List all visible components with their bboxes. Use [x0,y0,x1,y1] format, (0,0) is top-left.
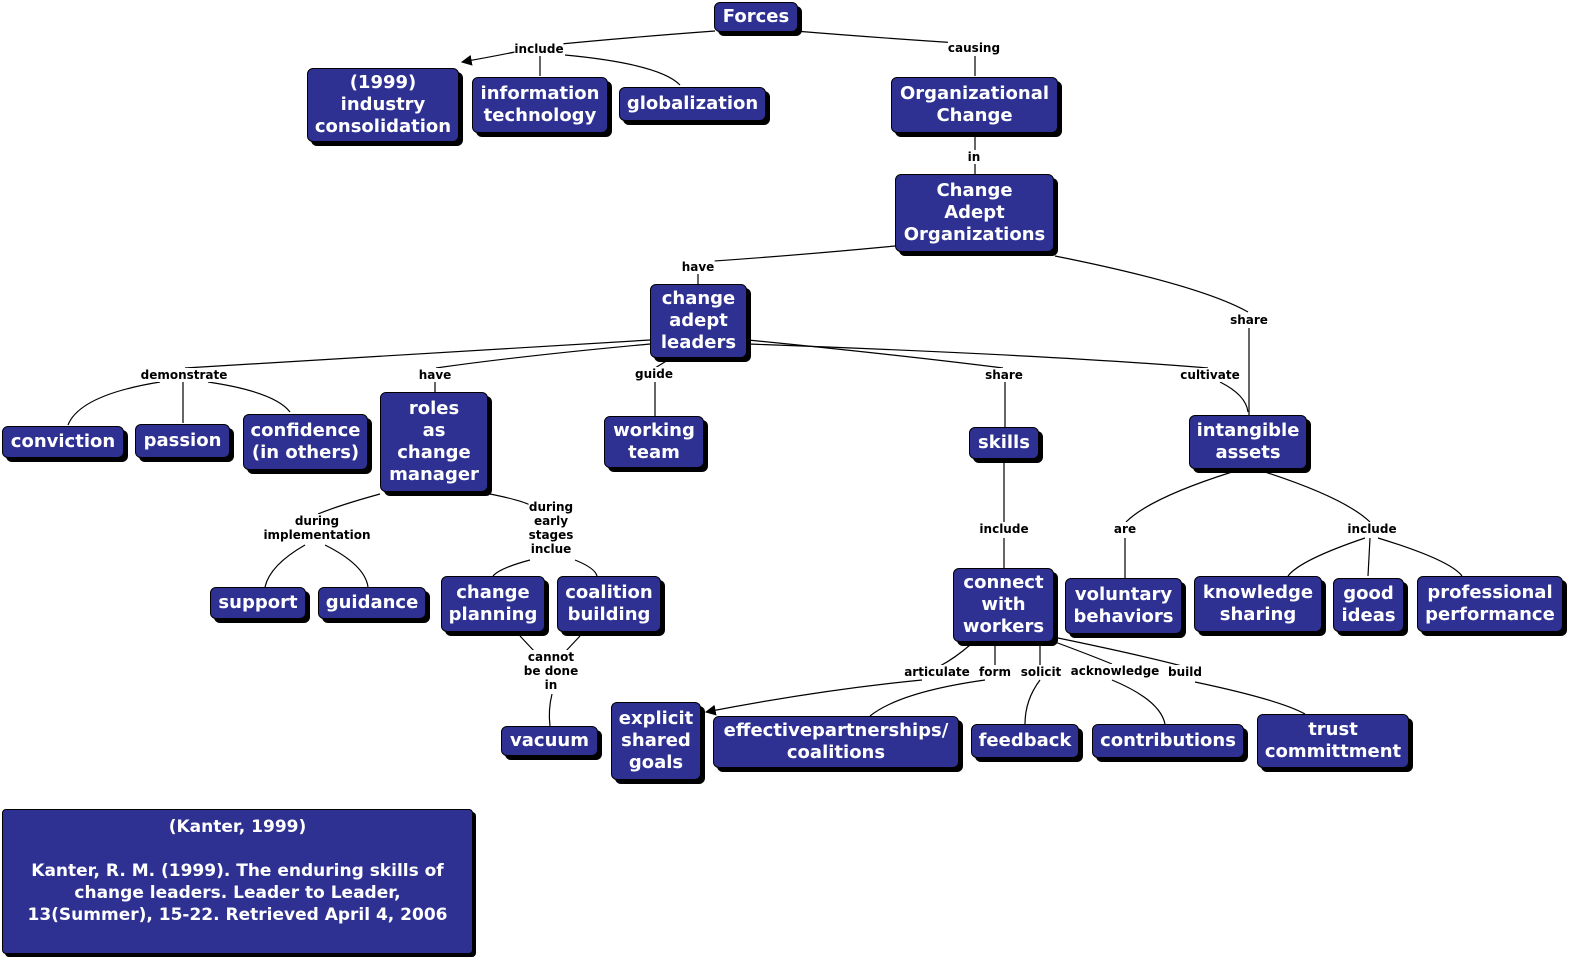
link-articulate-goals [704,679,923,716]
link-leaders-have [435,343,651,369]
label-solicit: solicit [1020,665,1062,679]
link-roles-during-impl [317,493,381,515]
link-cultivate-intangible [1219,381,1249,413]
node-feedback[interactable]: feedback [971,724,1079,758]
label-demonstrate: demonstrate [140,368,228,382]
label-include: include [1347,522,1397,536]
node-vacuum[interactable]: vacuum [501,726,598,756]
label-cultivate: cultivate [1180,368,1240,382]
link-include-globalization [564,54,681,86]
link-cannot-vacuum [548,693,553,727]
link-build-trust [1194,681,1306,715]
link-demonstrate-conviction [67,381,161,426]
link-connect-build [1057,637,1183,667]
link-forces-include [539,30,716,47]
reference-title: (Kanter, 1999) [168,817,307,837]
label-have: have [418,368,452,382]
node-roles-change-manager[interactable]: roles as change manager [380,392,488,492]
node-passion[interactable]: passion [135,424,230,458]
link-early-coalition [574,559,598,577]
link-form-partnerships [869,679,986,717]
reference-box[interactable]: (Kanter, 1999) Kanter, R. M. (1999). The… [2,809,473,954]
link-leaders-demonstrate [184,339,651,369]
label-during-early-stages: during early stages inclue [528,500,574,556]
node-industry-consolidation[interactable]: (1999) industry consolidation [307,68,459,142]
label-include: include [514,42,564,56]
node-skills[interactable]: skills [969,427,1039,459]
node-support[interactable]: support [210,587,306,619]
node-effective-partnerships[interactable]: effectivepartnerships/ coalitions [713,716,959,768]
label-build: build [1168,665,1202,679]
node-conviction[interactable]: conviction [2,426,124,458]
reference-citation: Kanter, R. M. (1999). The enduring skill… [27,861,448,925]
node-change-adept-leaders[interactable]: change adept leaders [650,284,747,358]
link-impl-support [264,544,306,588]
link-demonstrate-confidence [207,381,291,413]
node-trust-committment[interactable]: trust committment [1257,714,1409,768]
link-connect-acknowledge [1054,641,1113,665]
node-good-ideas[interactable]: good ideas [1333,578,1404,632]
label-acknowledge: acknowledge [1070,664,1160,678]
node-change-planning[interactable]: change planning [441,576,545,632]
link-include-professional [1377,537,1463,577]
node-knowledge-sharing[interactable]: knowledge sharing [1194,576,1322,632]
label-articulate: articulate [904,665,970,679]
link-solicit-feedback [1024,679,1041,725]
node-contributions[interactable]: contributions [1092,724,1244,758]
link-leaders-cultivate [747,343,1209,369]
label-are: are [1113,522,1137,536]
node-coalition-building[interactable]: coalition building [557,576,661,632]
link-impl-guidance [324,544,369,588]
node-information-technology[interactable]: information technology [472,77,608,133]
node-change-adept-organizations[interactable]: Change Adept Organizations [895,174,1054,252]
node-explicit-shared-goals[interactable]: explicit shared goals [611,702,701,780]
label-during-implementation: during implementation [263,514,371,542]
link-roles-during-early [489,493,531,506]
node-globalization[interactable]: globalization [619,87,766,121]
label-cannot-be-done-in: cannot be done in [523,650,579,692]
label-share: share [985,368,1023,382]
node-working-team[interactable]: working team [604,416,704,468]
label-share: share [1230,313,1268,327]
link-acknowledge-contrib [1111,679,1166,725]
node-guidance[interactable]: guidance [318,587,426,619]
label-include: include [979,522,1029,536]
link-planning-cannot [519,635,536,653]
link-leaders-share [747,339,1004,369]
link-cao-share [1054,255,1249,313]
node-connect-with-workers[interactable]: connect with workers [953,568,1054,642]
link-leaders-guide [654,359,669,369]
link-include-knowledge [1287,537,1366,577]
link-connect-articulate [939,644,971,667]
label-form: form [979,665,1011,679]
link-include-goodideas [1367,537,1371,577]
node-professional-performance[interactable]: professional performance [1417,576,1563,632]
link-intangible-are [1125,471,1233,523]
link-cao-have [699,245,896,263]
link-include-consolidation [460,51,516,66]
link-intangible-include [1264,471,1371,523]
node-confidence[interactable]: confidence (in others) [243,414,368,470]
label-guide: guide [635,367,673,381]
link-early-planning [492,559,531,577]
link-coalition-cannot [564,635,581,653]
node-forces[interactable]: Forces [714,2,798,32]
node-organizational-change[interactable]: Organizational Change [891,77,1058,133]
node-voluntary-behaviors[interactable]: voluntary behaviors [1065,578,1182,634]
label-causing: causing [947,41,1001,55]
node-intangible-assets[interactable]: intangible assets [1189,415,1307,469]
label-have: have [681,260,715,274]
label-in: in [967,150,981,164]
